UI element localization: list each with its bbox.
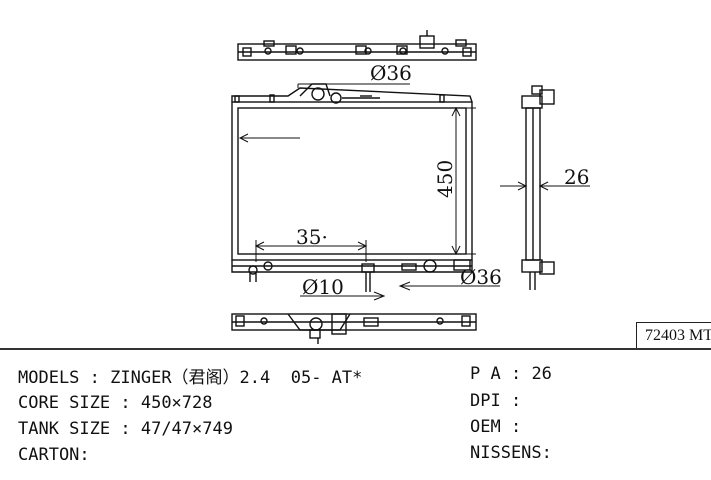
dim-partial-width: 35· xyxy=(296,225,328,249)
dim-inlet-diameter: Ø36 xyxy=(370,61,412,85)
top-filler-neck xyxy=(419,35,435,49)
filler-cap xyxy=(311,87,325,101)
radiator-core xyxy=(231,101,473,261)
models-value: ZINGER（君阁）2.4 05- AT* xyxy=(110,368,363,388)
part-code-box: 72403 MT xyxy=(636,322,711,350)
dpi-row: DPI : xyxy=(470,391,532,411)
pa-label: P A xyxy=(470,364,501,384)
core-size-value: 450×728 xyxy=(140,393,213,413)
bottom-outlet xyxy=(309,317,323,331)
core-size-label: CORE SIZE xyxy=(18,393,111,413)
oem-label: OEM xyxy=(470,417,501,437)
dim-core-thickness: 26 xyxy=(564,165,589,189)
core-size-row: CORE SIZE : 450×728 xyxy=(18,393,213,413)
tank-size-value: 47/47×749 xyxy=(140,419,233,439)
tank-size-row: TANK SIZE : 47/47×749 xyxy=(18,419,233,439)
dimension-lines xyxy=(238,83,590,301)
dpi-label: DPI xyxy=(470,391,501,411)
radiator-side-view xyxy=(521,85,555,290)
outlet-pipe xyxy=(423,259,437,273)
inlet-pipe xyxy=(330,92,342,104)
bottom-tank-view xyxy=(231,313,477,344)
nissens-label: NISSENS: xyxy=(470,443,552,463)
nissens-row: NISSENS: xyxy=(470,441,552,465)
carton-label: CARTON: xyxy=(18,445,90,465)
separator-line xyxy=(0,348,711,350)
pa-value: 26 xyxy=(531,364,552,384)
dim-core-height: 450 xyxy=(433,160,457,198)
radiator-front-view xyxy=(231,83,473,292)
top-tank-view xyxy=(237,30,477,61)
dim-drain-diameter: Ø10 xyxy=(302,275,344,299)
pa-row: P A : 26 xyxy=(470,364,552,384)
carton-row: CARTON: xyxy=(18,443,90,467)
oem-row: OEM : xyxy=(470,417,532,437)
models-row: MODELS : ZINGER（君阁）2.4 05- AT* xyxy=(18,368,363,388)
models-label: MODELS xyxy=(18,368,80,388)
dim-outlet-diameter: Ø36 xyxy=(460,265,502,289)
tank-size-label: TANK SIZE xyxy=(18,419,111,439)
